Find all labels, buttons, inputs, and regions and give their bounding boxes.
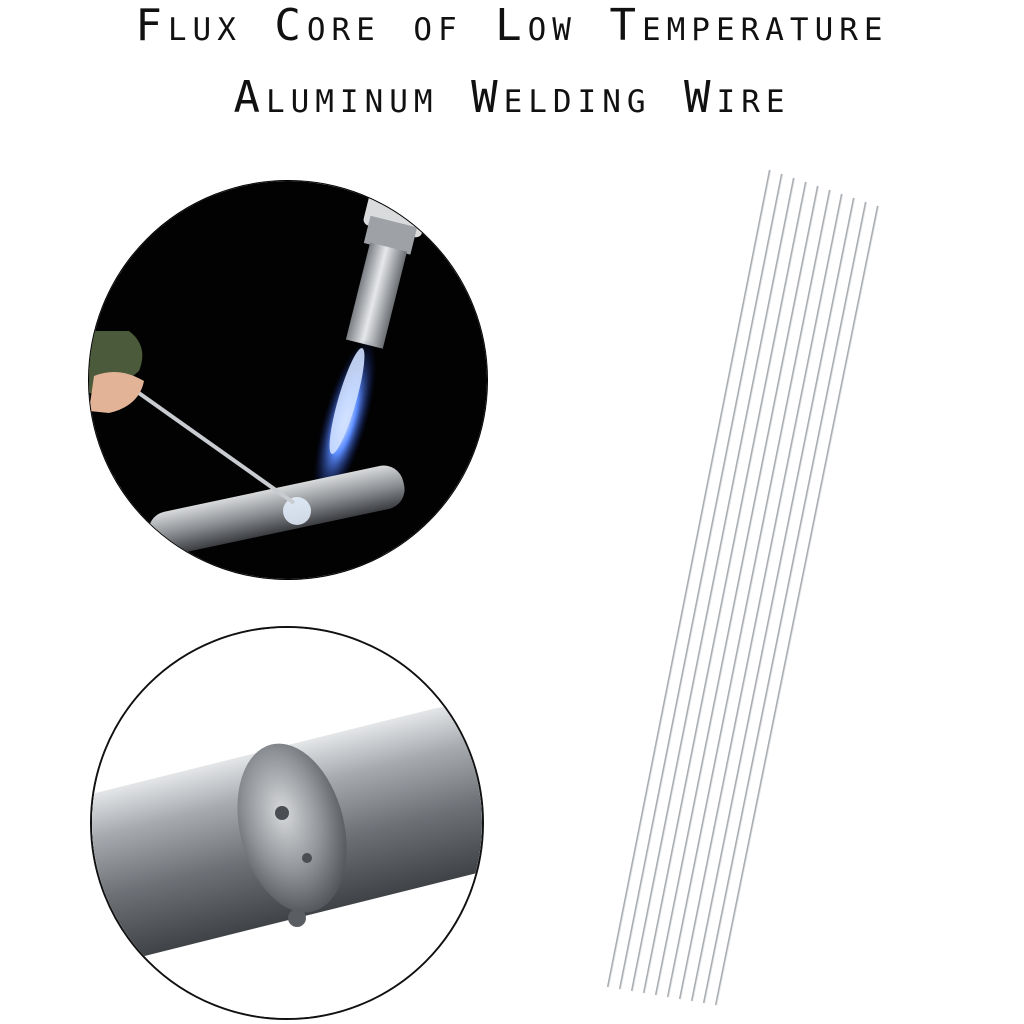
welding-rod xyxy=(642,181,808,994)
welding-rod xyxy=(654,185,820,996)
welding-rods-illustration xyxy=(606,169,880,1006)
welding-rod xyxy=(690,197,856,1002)
welding-rod xyxy=(606,169,772,988)
welding-rod xyxy=(666,189,832,998)
welding-rod xyxy=(630,177,796,992)
weld-bead-closeup-photo xyxy=(90,626,484,1020)
welding-rod xyxy=(618,173,784,990)
welding-rod xyxy=(714,205,880,1006)
welding-rod xyxy=(678,193,844,1000)
welding-rod xyxy=(702,201,868,1004)
torch-welding-photo xyxy=(88,180,488,580)
title-line-2: Aluminum Welding Wire xyxy=(233,72,791,123)
title-line-1: Flux Core of Low Temperature xyxy=(135,0,889,51)
